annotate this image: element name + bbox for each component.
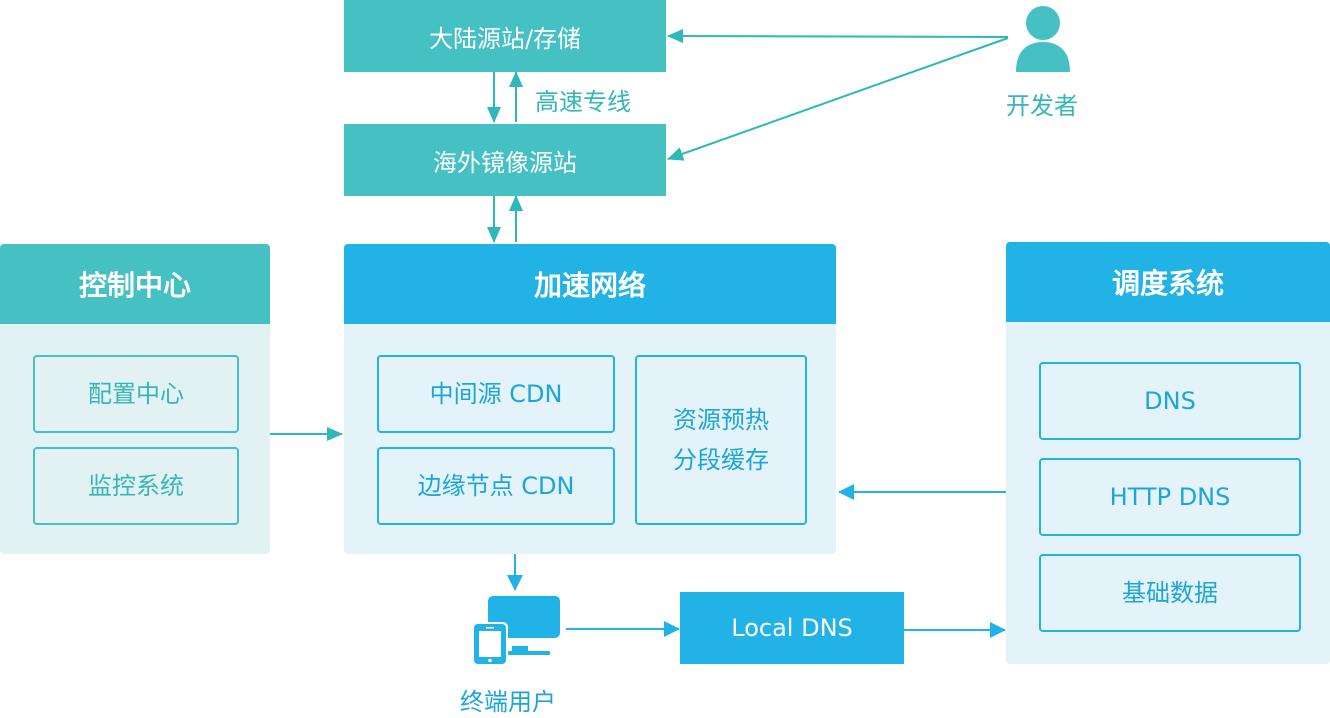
edge-node-cdn-item: 边缘节点 CDN — [377, 447, 615, 525]
end-user-label: 终端用户 — [460, 688, 556, 716]
monitoring-system-label: 监控系统 — [88, 472, 184, 500]
dedicated-line-label: 高速专线 — [535, 88, 631, 116]
mainland-origin-storage-label: 大陆源站/存储 — [428, 24, 582, 53]
acceleration-network-panel: 加速网络 中间源 CDN 边缘节点 CDN 资源预热 分段缓存 — [344, 244, 836, 554]
dns-item: DNS — [1039, 362, 1301, 440]
scheduling-system-title: 调度系统 — [1006, 242, 1330, 322]
intermediate-origin-cdn-label: 中间源 CDN — [429, 380, 563, 408]
devices-icon — [472, 594, 560, 666]
http-dns-item: HTTP DNS — [1039, 458, 1301, 536]
mainland-origin-storage-node: 大陆源站/存储 — [344, 0, 666, 72]
basic-data-item: 基础数据 — [1039, 554, 1301, 632]
resource-preheat-label: 资源预热 — [673, 406, 769, 434]
intermediate-origin-cdn-item: 中间源 CDN — [377, 355, 615, 433]
developer-label: 开发者 — [1006, 92, 1078, 120]
config-center-item: 配置中心 — [33, 355, 239, 433]
preheat-segment-cache-item: 资源预热 分段缓存 — [635, 355, 807, 525]
config-center-label: 配置中心 — [88, 380, 184, 408]
person-icon — [1014, 6, 1072, 72]
local-dns-node: Local DNS — [680, 592, 904, 664]
basic-data-label: 基础数据 — [1122, 579, 1218, 607]
control-center-title: 控制中心 — [0, 244, 270, 324]
overseas-mirror-origin-label: 海外镜像源站 — [433, 148, 577, 177]
overseas-mirror-origin-node: 海外镜像源站 — [344, 124, 666, 196]
dns-label: DNS — [1144, 387, 1196, 415]
acceleration-network-title: 加速网络 — [344, 244, 836, 324]
segment-cache-label: 分段缓存 — [673, 446, 769, 474]
monitoring-system-item: 监控系统 — [33, 447, 239, 525]
control-center-panel: 控制中心 配置中心 监控系统 — [0, 244, 270, 554]
http-dns-label: HTTP DNS — [1109, 483, 1231, 511]
local-dns-label: Local DNS — [731, 614, 853, 642]
scheduling-system-panel: 调度系统 DNS HTTP DNS 基础数据 — [1006, 242, 1330, 664]
arrow-developer-to-origin — [667, 29, 1009, 44]
arrow-developer-to-mirror — [667, 37, 1009, 161]
edge-node-cdn-label: 边缘节点 CDN — [417, 472, 575, 500]
